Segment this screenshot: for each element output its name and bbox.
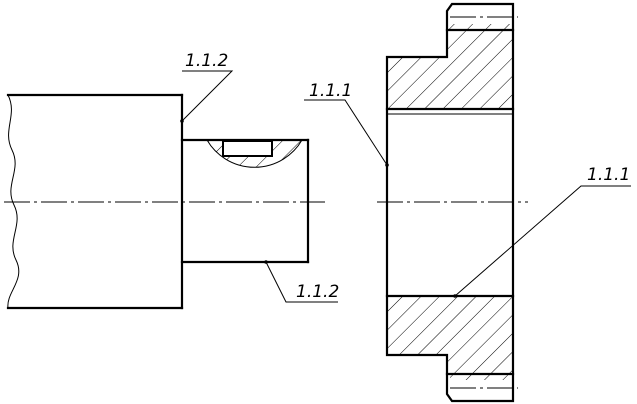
- callout-label: 1.1.2: [185, 51, 228, 71]
- callout-shaft-top: 1.1.2: [180, 51, 234, 123]
- callout-label: 1.1.1: [587, 165, 630, 185]
- callout-shaft-bottom: 1.1.2: [264, 260, 339, 303]
- gear-hub: [385, 2, 515, 403]
- shaft-body: [6, 93, 184, 310]
- callout-hub-bore: 1.1.1: [304, 81, 389, 167]
- callout-hub-right: 1.1.1: [453, 165, 631, 298]
- keyway-section: [206, 139, 303, 168]
- callout-label: 1.1.2: [296, 282, 339, 302]
- callout-label: 1.1.1: [309, 81, 352, 101]
- break-line: [7, 94, 20, 309]
